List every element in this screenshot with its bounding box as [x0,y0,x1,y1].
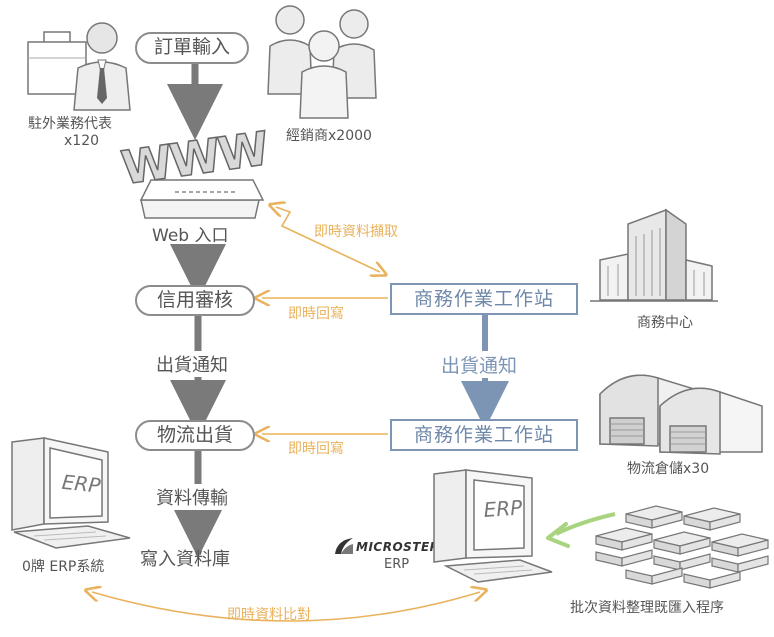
dealer-label: 經銷商x2000 [286,128,372,144]
arrow-realtime-fetch [276,207,380,272]
field-rep-label: 駐外業務代表 [28,116,112,132]
arrow-realtime-compare [92,592,480,622]
business-center-label: 商務中心 [637,315,693,331]
workstation-1-node: 商務作業工作站 [390,283,578,315]
data-transfer-label: 資料傳輸 [156,484,228,510]
microstep-logo-text: MICROSTEP [356,540,439,554]
microstep-erp-label: ERP [384,557,410,572]
workstation-2-node: 商務作業工作站 [390,419,578,451]
data-stack-icon [595,505,769,589]
ship-notice-right-label: 出貨通知 [441,351,518,378]
web-portal-label: Web 入口 [152,226,229,246]
erp-computer-left-icon: ERP [11,437,131,549]
realtime-reply-1-label: 即時回寫 [288,306,344,322]
microstep-logo-icon [335,538,353,554]
write-db-label: 寫入資料庫 [140,549,230,570]
erp-screen-left-text: ERP [61,470,103,498]
arrow-batch-import-head [546,522,570,548]
order-entry-node: 訂單輸入 [135,32,249,64]
erp-system-left-label: 0牌 ERP系統 [22,559,105,575]
web-gateway-icon: WWW [117,120,272,219]
erp-screen-right-text: ERP [483,495,524,522]
realtime-compare-label: 即時資料比對 [227,607,311,623]
erp-computer-right-icon: ERP [433,469,553,583]
ship-notice-left-label: 出貨通知 [156,351,228,377]
realtime-reply-2-label: 即時回寫 [288,441,344,457]
dealer-group-icon [267,5,377,119]
logistics-ship-node: 物流出貨 [135,420,255,451]
building-icon [590,208,718,302]
batch-import-label: 批次資料整理既匯入程序 [570,600,724,616]
arrow-batch-import [555,512,616,536]
credit-review-node: 信用審核 [135,285,255,316]
salesperson-icon [27,22,131,111]
warehouse-icon [599,374,763,455]
warehouse-label: 物流倉儲x30 [627,461,710,477]
realtime-fetch-label: 即時資料擷取 [314,224,398,240]
field-rep-count: x120 [64,133,100,149]
